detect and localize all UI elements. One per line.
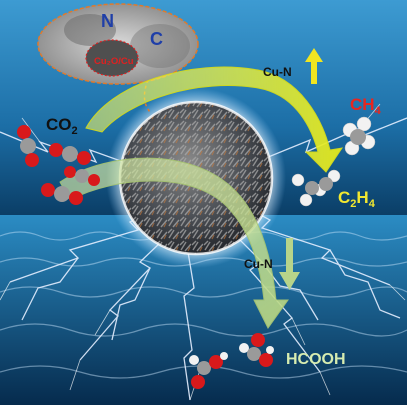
cu-core-particle: [85, 39, 139, 77]
inset-label-core: Cu₂O/Cu: [94, 56, 134, 67]
inset-label-n: N: [101, 11, 114, 31]
hcooh-molecule-1: [189, 352, 228, 389]
ch4-molecule: [342, 116, 376, 156]
co2-molecule-3: [41, 183, 83, 205]
arrow-up-icon: [305, 48, 323, 84]
co2-molecule-2: [49, 143, 91, 165]
co2-molecule-4: [64, 166, 100, 186]
label-hcooh: HCOOH: [286, 351, 346, 368]
inset-label-c: C: [150, 29, 163, 49]
label-cu-n-top: Cu-N: [263, 65, 292, 79]
reaction-arrow-green: [59, 157, 289, 329]
c2h4-molecule: [291, 169, 341, 207]
label-co2: CO2: [46, 115, 78, 137]
label-ch4: CH4: [350, 95, 382, 117]
arrow-down-icon: [279, 238, 300, 290]
tem-inset: [37, 3, 199, 85]
co2-molecule-1: [17, 125, 39, 167]
label-c2h4: C2H4: [338, 188, 376, 210]
reaction-arrow-yellow: [85, 66, 344, 173]
hcooh-molecule-2: [239, 333, 274, 367]
lightning-sparks: [0, 103, 406, 401]
label-cu-n-bottom: Cu-N: [244, 257, 273, 271]
